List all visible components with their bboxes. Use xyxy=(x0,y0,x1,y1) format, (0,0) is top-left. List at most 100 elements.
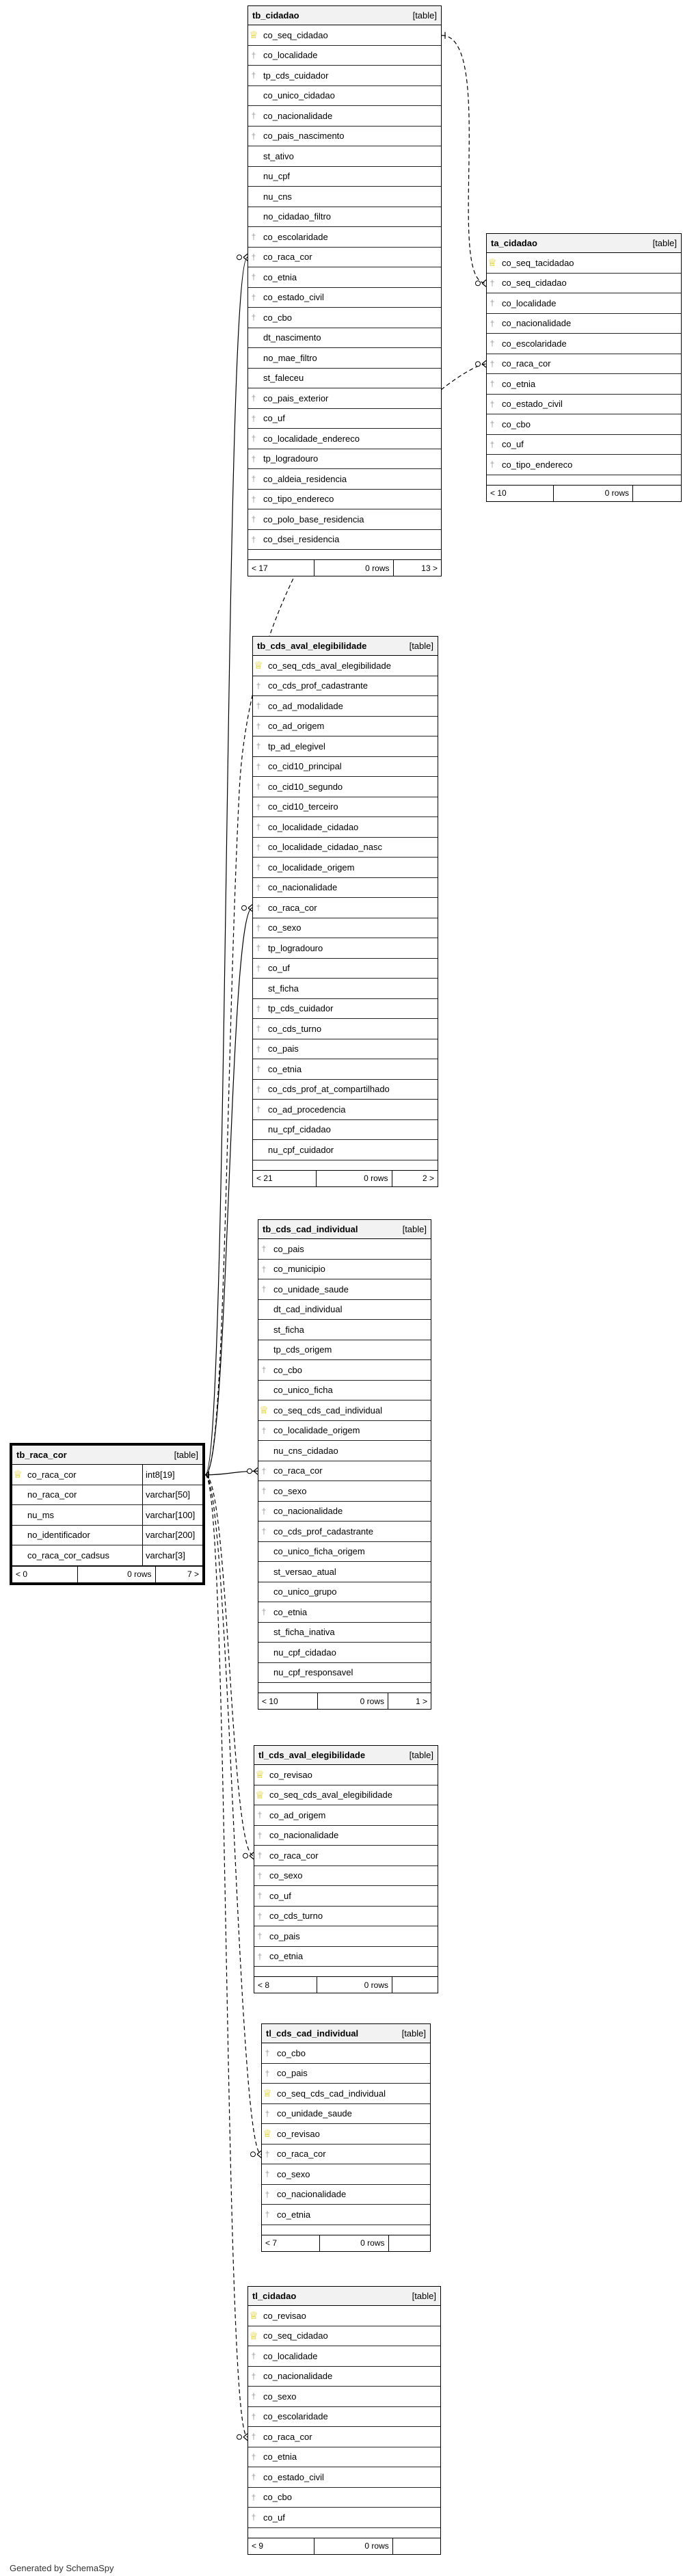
column-row[interactable]: co_unico_ficha xyxy=(258,1381,431,1400)
column-row[interactable]: †co_raca_cor xyxy=(248,248,441,267)
column-row[interactable]: †co_raca_cor xyxy=(258,1461,431,1481)
column-row[interactable]: †co_nacionalidade xyxy=(248,2367,440,2387)
column-row[interactable]: †co_nacionalidade xyxy=(262,2185,430,2205)
column-row[interactable]: †co_cds_prof_at_compartilhado xyxy=(253,1080,438,1100)
column-row[interactable]: †co_uf xyxy=(487,435,681,455)
column-row[interactable]: †co_etnia xyxy=(262,2205,430,2225)
children-count[interactable]: 13 > xyxy=(392,560,442,576)
column-row[interactable]: †co_cds_turno xyxy=(253,1019,438,1039)
column-row[interactable]: †co_cbo xyxy=(262,2043,430,2064)
column-row[interactable]: †co_ad_modalidade xyxy=(253,696,438,717)
column-row[interactable]: †co_pais xyxy=(262,2064,430,2084)
column-row[interactable]: †co_municipio xyxy=(258,1260,431,1279)
column-row[interactable]: †co_seq_cidadao xyxy=(487,274,681,293)
table-ta-cidadao[interactable]: ta_cidadao[table]♕co_seq_tacidadao†co_se… xyxy=(486,233,682,502)
children-count[interactable] xyxy=(632,485,681,501)
table-tl-cds-cad-individual[interactable]: tl_cds_cad_individual[table]†co_cbo†co_p… xyxy=(261,2023,431,2252)
column-row[interactable]: †co_localidade_cidadao xyxy=(253,817,438,838)
column-row[interactable]: ♕co_seq_cds_cad_individual xyxy=(262,2084,430,2104)
column-row[interactable]: †co_nacionalidade xyxy=(254,1826,438,1846)
column-row[interactable]: co_unico_grupo xyxy=(258,1582,431,1602)
column-row[interactable]: †co_ad_origem xyxy=(254,1805,438,1826)
table-name[interactable]: ta_cidadao xyxy=(491,238,537,248)
column-row[interactable]: †co_sexo xyxy=(254,1866,438,1886)
children-count[interactable]: 7 > xyxy=(155,1566,203,1582)
column-row[interactable]: †co_polo_base_residencia xyxy=(248,509,441,530)
column-row[interactable]: ♕co_seq_cidadao xyxy=(248,2326,440,2346)
column-row[interactable]: †co_pais xyxy=(258,1239,431,1260)
column-row[interactable]: ♕co_revisao xyxy=(262,2124,430,2145)
column-row[interactable]: †co_localidade_origem xyxy=(253,858,438,878)
column-row[interactable]: st_ficha xyxy=(253,979,438,999)
parents-count[interactable]: < 8 xyxy=(258,1980,270,1990)
column-row[interactable]: †co_cbo xyxy=(248,308,441,328)
column-row[interactable]: †co_estado_civil xyxy=(248,2467,440,2488)
column-row[interactable]: †co_nacionalidade xyxy=(258,1502,431,1522)
children-count[interactable] xyxy=(392,2538,440,2554)
column-row[interactable]: ♕co_revisao xyxy=(254,1765,438,1785)
column-row[interactable]: †co_cds_turno xyxy=(254,1907,438,1926)
table-name[interactable]: tb_cds_cad_individual xyxy=(263,1224,358,1234)
column-row[interactable]: †co_dsei_residencia xyxy=(248,530,441,550)
table-tl-cidadao[interactable]: tl_cidadao[table]♕co_revisao♕co_seq_cida… xyxy=(247,2286,441,2555)
column-row[interactable]: †co_raca_cor xyxy=(262,2145,430,2164)
children-count[interactable] xyxy=(388,2235,431,2251)
table-name[interactable]: tb_raca_cor xyxy=(16,1450,67,1460)
column-row[interactable]: nu_cpf_responsavel xyxy=(258,1663,431,1683)
column-row[interactable]: †co_raca_cor xyxy=(254,1846,438,1866)
column-row[interactable]: †co_etnia xyxy=(487,374,681,395)
table-tb-cidadao[interactable]: tb_cidadao[table]♕co_seq_cidadao†co_loca… xyxy=(247,5,442,576)
column-row[interactable]: †co_pais xyxy=(254,1926,438,1947)
column-row[interactable]: †co_ad_procedencia xyxy=(253,1100,438,1120)
column-row[interactable]: tp_cds_origem xyxy=(258,1340,431,1360)
column-row[interactable]: †co_nacionalidade xyxy=(487,314,681,334)
column-row[interactable]: †co_raca_cor xyxy=(487,354,681,374)
column-row[interactable]: st_versao_atual xyxy=(258,1562,431,1582)
column-row[interactable]: †co_cbo xyxy=(248,2488,440,2508)
parents-count[interactable]: < 0 xyxy=(16,1569,28,1579)
column-row[interactable]: †co_cbo xyxy=(487,414,681,435)
children-count[interactable] xyxy=(392,1977,438,1993)
children-count[interactable]: 2 > xyxy=(391,1170,438,1186)
column-row[interactable]: †co_nacionalidade xyxy=(253,878,438,898)
column-row[interactable]: †tp_cds_cuidador xyxy=(253,999,438,1019)
column-row[interactable]: †tp_cds_cuidador xyxy=(248,66,441,86)
parents-count[interactable]: < 10 xyxy=(490,488,507,498)
column-row[interactable]: †co_sexo xyxy=(248,2387,440,2407)
column-row[interactable]: †co_raca_cor xyxy=(253,898,438,918)
column-row[interactable]: †co_escolaridade xyxy=(487,334,681,354)
column-row[interactable]: st_ficha xyxy=(258,1320,431,1340)
column-row[interactable]: ♕co_seq_tacidadao xyxy=(487,253,681,274)
column-row[interactable]: ♕co_seq_cds_aval_elegibilidade xyxy=(254,1785,438,1805)
column-row[interactable]: †co_cid10_principal xyxy=(253,757,438,777)
column-row[interactable]: †tp_logradouro xyxy=(253,938,438,959)
column-row[interactable]: dt_cad_individual xyxy=(258,1300,431,1320)
parents-count[interactable]: < 9 xyxy=(252,2541,264,2551)
table-tl-cds-aval-elegibilidade[interactable]: tl_cds_aval_elegibilidade[table]♕co_revi… xyxy=(254,1745,438,1993)
column-row[interactable]: †co_raca_cor xyxy=(248,2427,440,2447)
column-row[interactable]: †co_uf xyxy=(248,2508,440,2528)
column-row[interactable]: no_cidadao_filtro xyxy=(248,207,441,227)
column-row[interactable]: †co_aldeia_residencia xyxy=(248,469,441,490)
column-row[interactable]: co_unico_cidadao xyxy=(248,86,441,106)
column-row[interactable]: †co_localidade_origem xyxy=(258,1421,431,1441)
column-row[interactable]: dt_nascimento xyxy=(248,328,441,348)
column-row[interactable]: ♕co_seq_cidadao xyxy=(248,25,441,46)
column-row[interactable]: †co_uf xyxy=(253,959,438,979)
children-count[interactable]: 1 > xyxy=(388,1693,431,1709)
table-name[interactable]: tl_cidadao xyxy=(252,2291,297,2301)
column-row[interactable]: †co_unidade_saude xyxy=(258,1279,431,1300)
table-name[interactable]: tb_cds_aval_elegibilidade xyxy=(257,641,367,651)
column-row[interactable]: no_mae_filtro xyxy=(248,348,441,369)
column-row[interactable]: nu_cns_cidadao xyxy=(258,1441,431,1461)
column-row[interactable]: †co_escolaridade xyxy=(248,227,441,248)
column-row[interactable]: †co_estado_civil xyxy=(248,288,441,308)
column-row[interactable]: †co_tipo_endereco xyxy=(487,455,681,475)
column-row[interactable]: †co_etnia xyxy=(254,1947,438,1967)
column-row[interactable]: †co_etnia xyxy=(248,267,441,288)
column-row[interactable]: †co_unidade_saude xyxy=(262,2104,430,2124)
column-row[interactable]: †co_sexo xyxy=(262,2164,430,2185)
column-row[interactable]: ♕co_revisao xyxy=(248,2306,440,2326)
